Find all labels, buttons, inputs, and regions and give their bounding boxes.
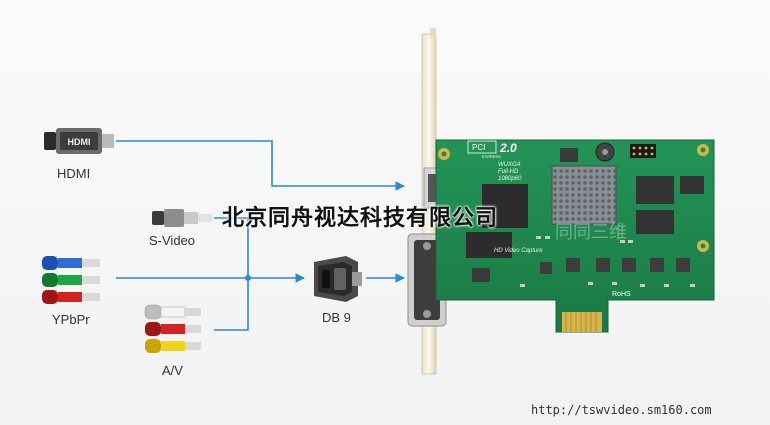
av-line	[214, 278, 249, 331]
spec-line-3: 1080p60	[498, 176, 522, 182]
chip	[466, 232, 512, 258]
inductors	[540, 258, 690, 274]
chip	[636, 176, 674, 204]
company-watermark: 北京同舟视达科技有限公司	[222, 206, 499, 231]
svideo-line	[214, 217, 249, 278]
pci-sub-text: EXPRESS	[482, 154, 501, 159]
small-components	[520, 236, 695, 287]
db9-label: DB 9	[322, 310, 351, 325]
hdmi-connector-icon: HDMI	[44, 128, 114, 154]
heatsink	[551, 165, 617, 225]
av-connector-icon	[144, 304, 201, 353]
header-pins	[630, 144, 656, 158]
av-yellow-plug	[145, 339, 201, 353]
av-label: A/V	[162, 363, 183, 378]
spec-line-2: Full-HD	[498, 169, 519, 175]
spec-line-1: WUXGA	[498, 162, 521, 168]
product-label: HD Video Capture	[494, 248, 543, 254]
footer-url: http://tswvideo.sm160.com	[531, 403, 712, 417]
chip	[636, 210, 674, 234]
ypbpr-blue-plug	[42, 256, 100, 270]
hdmi-line	[116, 140, 405, 191]
hdmi-logo-text: HDMI	[68, 137, 91, 147]
ghost-watermark: 同同三维	[555, 222, 627, 243]
svideo-connector-icon	[152, 209, 212, 227]
ypbpr-label: YPbPr	[52, 312, 90, 327]
db9-connector-icon	[314, 256, 362, 302]
hdmi-label: HDMI	[57, 166, 91, 181]
av-red-plug	[145, 322, 201, 336]
chip	[560, 148, 578, 162]
capture-card-pcb: PCI EXPRESS 2.0 WUXGA Full-HD 1080p60 HD…	[435, 139, 715, 333]
ypbpr-red-plug	[42, 290, 100, 304]
rohs-mark: RoHS	[612, 291, 631, 298]
junction-dot	[245, 275, 251, 281]
pci-express-badge: PCI EXPRESS	[467, 140, 501, 159]
signal-lines	[116, 140, 405, 331]
av-white-plug	[144, 304, 201, 320]
pcie-gold-fingers	[562, 312, 602, 332]
chip	[680, 176, 704, 194]
pci-version-text: 2.0	[499, 141, 517, 155]
ypbpr-green-plug	[42, 273, 100, 287]
ypbpr-connector-icon	[42, 256, 100, 304]
chip	[472, 268, 490, 282]
chip	[482, 184, 528, 228]
pci-badge-text: PCI	[472, 143, 485, 152]
svideo-label: S-Video	[149, 233, 196, 248]
